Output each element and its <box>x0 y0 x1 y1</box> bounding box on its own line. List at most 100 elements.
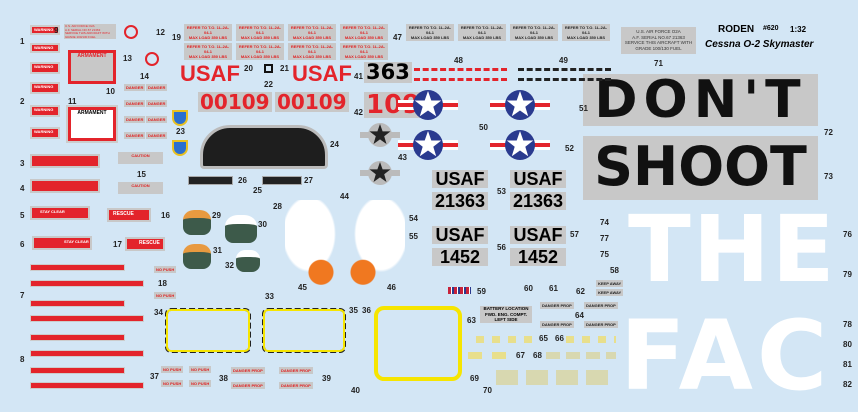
decal-number: 24 <box>330 140 339 149</box>
dash-stripe-black-49b <box>518 78 611 81</box>
decal-number: 54 <box>409 214 418 223</box>
data-plate-line: GRADE 100/130 FUEL <box>65 34 96 39</box>
usaf-black-3: USAF <box>432 226 488 244</box>
decal-number: 20 <box>244 64 253 73</box>
max-load-text: MAX LOAD 350 LBS <box>188 54 228 59</box>
red-stripe-7 <box>30 315 144 322</box>
decal-number: 10 <box>106 87 115 96</box>
window-frame-36 <box>374 306 462 381</box>
data-plate-line: SERVICE THIS AIRCRAFT WITH <box>65 31 110 36</box>
serial-red-right: 00109 <box>275 90 349 114</box>
decal-number: 45 <box>298 283 307 292</box>
red-stripe-8 <box>30 367 125 374</box>
catalog-number: #620 <box>763 25 779 32</box>
data-plate-71: U.S. AIR FORCE O2A A.F. SERIAL NO.67 213… <box>621 27 696 54</box>
low-vis-star-icon <box>360 123 400 147</box>
decal-number: 2 <box>20 97 25 106</box>
dash-stripe-red-48b <box>414 78 507 81</box>
window-frame-34 <box>165 308 251 353</box>
refer-text: REFER TO T.O. 1L-2A-04-1 <box>238 25 282 35</box>
cartoon-character-30 <box>225 215 257 243</box>
no-push-stencil: NO PUSH <box>154 292 177 299</box>
flag-ribbon-59 <box>448 287 471 294</box>
red-circle-12 <box>124 25 138 39</box>
caution-stencil-15b: CAUTION <box>118 182 163 194</box>
decal-number: 18 <box>158 279 167 288</box>
decal-number: 39 <box>322 374 331 383</box>
refer-text: REFER TO T.O. 1L-2A-04-1 <box>186 25 230 35</box>
max-load-text: MAX LOAD 350 LBS <box>462 35 502 40</box>
warning-stencil: WARNING <box>30 105 60 117</box>
decal-number: 55 <box>409 232 418 241</box>
danger-stencil: DANGER <box>124 84 146 91</box>
kit-title: Cessna O-2 Skymaster <box>705 39 814 50</box>
max-load-text: MAX LOAD 350 LBS <box>292 54 332 59</box>
danger-prop-stencil: DANGER PROP <box>231 367 265 374</box>
warning-stencil: WARNING <box>30 43 60 53</box>
decal-number: 36 <box>362 306 371 315</box>
brand-logo: RODEN <box>718 24 755 35</box>
decal-number: 19 <box>172 33 181 42</box>
dash-stripe-black-49 <box>518 68 611 71</box>
danger-prop-black: DANGER PROP <box>584 302 618 309</box>
decal-number: 38 <box>219 374 228 383</box>
decal-number: 46 <box>387 283 396 292</box>
yellow-stencil-67 <box>468 352 514 359</box>
decal-number: 70 <box>483 386 492 395</box>
battery-line: LEFT SIDE <box>494 317 518 322</box>
refer-text: REFER TO T.O. 1L-2A-04-1 <box>460 25 504 35</box>
decal-number: 56 <box>497 243 506 252</box>
data-plate-line: GRADE 100/130 FUEL <box>635 45 682 51</box>
red-stripe-8 <box>30 382 144 389</box>
slogan-dont: DON'T <box>583 74 818 126</box>
decal-number: 53 <box>497 187 506 196</box>
decal-number: 72 <box>824 128 833 137</box>
star-insignia-icon <box>398 130 458 160</box>
decal-number: 50 <box>479 123 488 132</box>
usaf-black-4: USAF <box>510 226 566 244</box>
decal-number: 77 <box>600 234 609 243</box>
danger-stencil: DANGER <box>146 116 168 123</box>
decal-number: 73 <box>824 172 833 181</box>
keep-away-stencil: KEEP AWAY <box>596 280 624 287</box>
decal-number: 37 <box>150 372 159 381</box>
decal-number: 66 <box>555 334 564 343</box>
decal-number: 17 <box>113 240 122 249</box>
decal-number: 6 <box>20 240 25 249</box>
max-load-text: MAX LOAD 350 LBS <box>566 35 606 40</box>
decal-number: 26 <box>238 176 247 185</box>
danger-stencil: DANGER <box>124 116 146 123</box>
decal-number: 42 <box>354 108 363 117</box>
no-push-stencil: NO PUSH <box>161 380 184 387</box>
decal-number: 68 <box>533 351 542 360</box>
red-circle-13 <box>145 52 159 66</box>
decal-number: 81 <box>843 360 852 369</box>
armament-panel-10: ARMAMENT <box>68 50 116 84</box>
usaf-black-2: USAF <box>510 170 566 188</box>
battery-line: FWD. ENG. COMPT. <box>485 311 527 317</box>
usaf-red-right: USAF <box>292 61 352 86</box>
data-plate-line: SERVICE THIS AIRCRAFT WITH <box>624 40 693 45</box>
decal-number: 5 <box>20 211 25 220</box>
decal-number: 49 <box>559 56 568 65</box>
max-load-text: MAX LOAD 350 LBS <box>514 35 554 40</box>
window-frame-35 <box>262 308 346 353</box>
refer-text: REFER TO T.O. 1L-2A-04-1 <box>342 25 386 35</box>
decal-number: 74 <box>600 218 609 227</box>
warning-stencil: WARNING <box>30 62 60 74</box>
data-plate-line: A.F. SERIAL NO.67 21363 <box>65 27 101 32</box>
decal-number: 78 <box>843 320 852 329</box>
keep-away-stencil: KEEP AWAY <box>596 289 624 296</box>
decal-number: 79 <box>843 270 852 279</box>
usaf-black-1: USAF <box>432 170 488 188</box>
decal-number: 75 <box>600 250 609 259</box>
refer-text: REFER TO T.O. 1L-2A-04-1 <box>238 44 282 54</box>
decal-number: 63 <box>467 316 476 325</box>
